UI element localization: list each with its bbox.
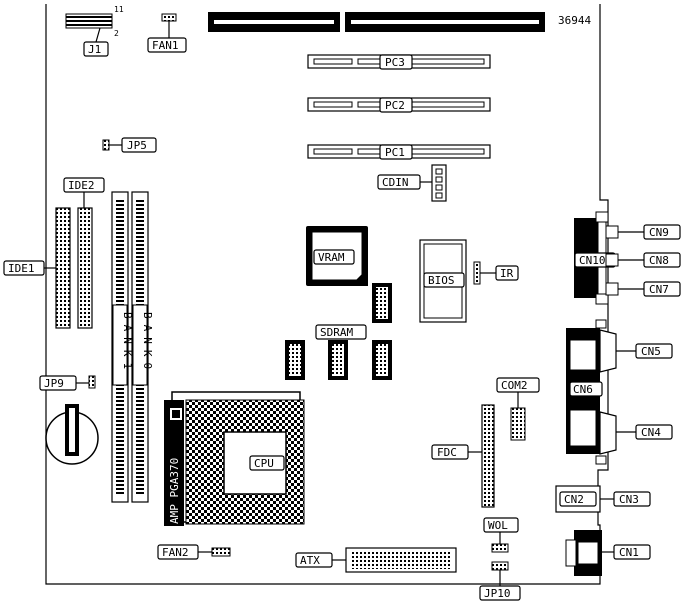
label-fan1: FAN1 <box>147 37 187 53</box>
label-cn9: CN9 <box>643 224 681 240</box>
svg-text:CN4: CN4 <box>641 426 661 439</box>
label-cn8: CN8 <box>643 252 681 268</box>
label-jp5: JP5 <box>121 137 157 153</box>
svg-text:IDE1: IDE1 <box>8 262 35 275</box>
top-slot-left <box>208 12 340 32</box>
label-pc2: PC2 <box>379 97 413 113</box>
label-wol: WOL <box>483 517 519 533</box>
sdram-chip-right <box>372 340 392 380</box>
label-cn1: CN1 <box>613 544 651 560</box>
fdc-connector <box>468 404 495 508</box>
svg-text:CN9: CN9 <box>649 226 669 239</box>
cn5-port <box>595 319 636 373</box>
svg-text:PC3: PC3 <box>385 56 405 69</box>
fan1-header <box>161 13 177 38</box>
label-j1: J1 <box>83 41 109 57</box>
label-cn2: CN2 <box>559 491 597 507</box>
ide1-connector <box>44 207 71 329</box>
svg-text:CN3: CN3 <box>619 493 639 506</box>
svg-text:CN10: CN10 <box>579 254 606 267</box>
svg-text:JP9: JP9 <box>44 377 64 390</box>
svg-text:FAN2: FAN2 <box>162 546 189 559</box>
label-jp10: JP10 <box>479 585 521 601</box>
label-fdc: FDC <box>431 444 469 460</box>
svg-text:FAN1: FAN1 <box>152 39 179 52</box>
svg-text:JP10: JP10 <box>484 587 511 600</box>
svg-text:CN8: CN8 <box>649 254 669 267</box>
j1-header: 11 2 <box>65 5 124 43</box>
wol-header <box>491 543 509 553</box>
label-cn3: CN3 <box>613 491 651 507</box>
cdin-connector <box>420 164 447 202</box>
dimm-bank-0 <box>131 191 149 503</box>
com2-header <box>510 407 526 441</box>
svg-text:ATX: ATX <box>300 554 320 567</box>
sdram-chip-left <box>285 340 305 380</box>
sdram-chip-top <box>372 283 392 323</box>
label-cdin: CDIN <box>377 174 421 190</box>
svg-text:SDRAM: SDRAM <box>320 326 353 339</box>
label-atx: ATX <box>295 552 333 568</box>
svg-text:CN6: CN6 <box>573 383 593 396</box>
jp10-jumper <box>491 561 509 571</box>
label-pc1: PC1 <box>379 144 413 160</box>
cn8-jack <box>605 253 644 267</box>
atx-connector <box>345 547 457 573</box>
label-bank0: BANK0 <box>141 312 154 375</box>
svg-text:COM2: COM2 <box>501 379 528 392</box>
label-ide1: IDE1 <box>3 260 45 276</box>
label-bios: BIOS <box>423 272 465 288</box>
ir-header <box>473 261 496 285</box>
label-fan2: FAN2 <box>157 544 199 560</box>
cn4-port <box>595 411 636 465</box>
label-ir: IR <box>495 265 519 281</box>
svg-text:CN2: CN2 <box>564 493 584 506</box>
label-vram: VRAM <box>313 249 355 265</box>
label-cn7: CN7 <box>643 281 681 297</box>
svg-text:FDC: FDC <box>437 446 457 459</box>
svg-text:PC1: PC1 <box>385 146 405 159</box>
svg-text:CN7: CN7 <box>649 283 669 296</box>
cn1-connector <box>565 530 614 576</box>
cn9-jack <box>605 225 644 239</box>
label-sdram: SDRAM <box>315 324 367 340</box>
ide2-connector <box>77 207 93 329</box>
sdram-chip-middle <box>328 340 348 380</box>
jp5-jumper <box>102 139 122 151</box>
board-outline <box>45 4 609 585</box>
svg-text:CN1: CN1 <box>619 546 639 559</box>
svg-text:CN5: CN5 <box>641 345 661 358</box>
svg-text:IDE2: IDE2 <box>68 179 95 192</box>
svg-text:WOL: WOL <box>488 519 508 532</box>
top-slot-right <box>345 12 545 32</box>
jp9-jumper <box>76 375 96 389</box>
label-cn4: CN4 <box>635 424 673 440</box>
j1-pin-top: 11 <box>114 5 124 14</box>
label-socket: AMP PGA370 <box>168 458 181 524</box>
label-cn5: CN5 <box>635 343 673 359</box>
label-ide2: IDE2 <box>63 177 105 193</box>
label-cn6: CN6 <box>569 381 603 397</box>
svg-text:CDIN: CDIN <box>382 176 409 189</box>
svg-text:BIOS: BIOS <box>428 274 455 287</box>
battery <box>45 404 99 465</box>
svg-text:PC2: PC2 <box>385 99 405 112</box>
dimm-bank-1 <box>111 191 129 503</box>
svg-text:JP5: JP5 <box>127 139 147 152</box>
label-cn10: CN10 <box>574 252 616 268</box>
j1-pin-bottom: 2 <box>114 29 119 38</box>
svg-text:IR: IR <box>500 267 514 280</box>
cn7-jack <box>605 282 644 296</box>
fan2-header <box>211 547 231 557</box>
label-jp9: JP9 <box>39 375 77 391</box>
label-cpu: CPU <box>249 455 285 471</box>
svg-text:J1: J1 <box>88 43 101 56</box>
label-com2: COM2 <box>496 377 540 393</box>
svg-text:VRAM: VRAM <box>318 251 345 264</box>
label-pc3: PC3 <box>379 54 413 70</box>
svg-text:CPU: CPU <box>254 457 274 470</box>
part-number: 36944 <box>558 14 591 27</box>
label-bank1: BANK1 <box>121 312 134 375</box>
